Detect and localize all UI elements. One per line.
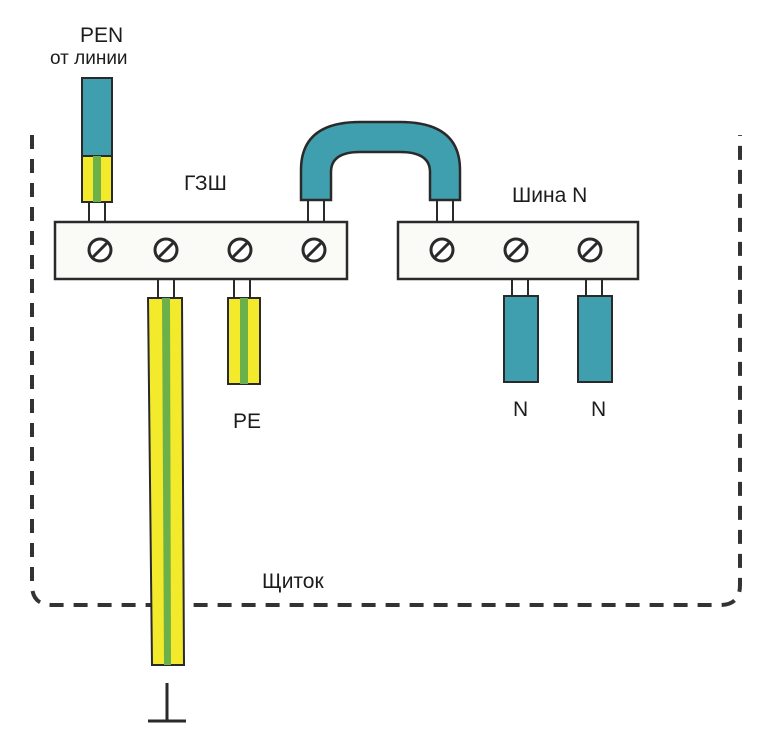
panel-label: Щиток — [262, 570, 324, 593]
screw-terminal-icon — [503, 237, 529, 263]
screw-terminal-icon — [577, 237, 603, 263]
screw-terminal-icon — [429, 237, 455, 263]
screw-terminal-icon — [87, 237, 113, 263]
pen-sublabel: от линии — [50, 48, 128, 69]
jumper-conductor — [299, 120, 462, 222]
pe-label: PE — [233, 410, 261, 433]
pen-conductor — [81, 77, 113, 222]
screw-terminal-icon — [301, 237, 327, 263]
gzsh-busbar — [53, 220, 349, 281]
n1-label: N — [513, 398, 528, 421]
pe-conductor — [227, 279, 261, 385]
bus-n-label: Шина N — [512, 184, 587, 207]
n-conductor-1 — [503, 279, 539, 383]
gzsh-label: ГЗШ — [184, 172, 227, 195]
earth-ground-icon — [148, 683, 186, 723]
ground-conductor — [146, 279, 186, 666]
screw-terminal-icon — [153, 237, 179, 263]
n2-label: N — [591, 398, 606, 421]
n-conductor-2 — [577, 279, 613, 383]
screw-terminal-icon — [227, 237, 253, 263]
panel-enclosure-border — [30, 135, 742, 607]
pen-label: PEN — [80, 24, 123, 47]
